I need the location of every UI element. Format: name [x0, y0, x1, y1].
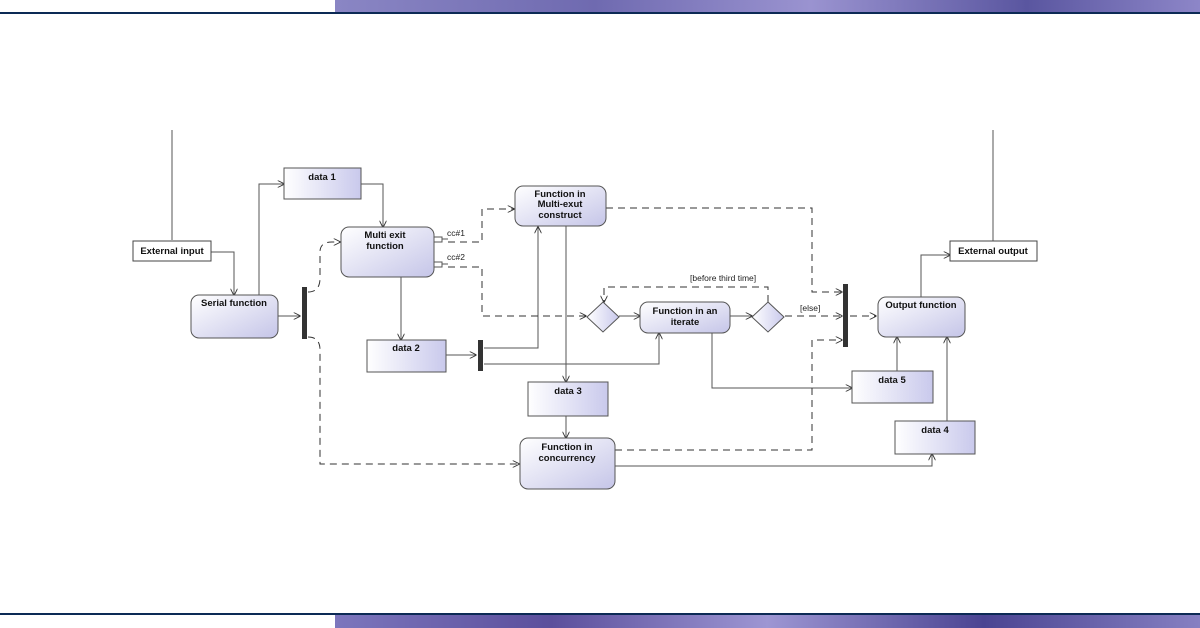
edge-loop-back: [604, 286, 769, 302]
guard-before-third-time: [before third time]: [690, 273, 756, 283]
edge-cc1-to-multiexut: [448, 209, 514, 243]
edge-fork2-to-iterate: [484, 333, 659, 365]
edge-fork2-to-multiexut: [484, 227, 538, 349]
data-4-node: data 4: [894, 420, 976, 455]
output-function-label: Output function: [885, 300, 956, 311]
cc2-label: cc#2: [447, 252, 465, 262]
edge-serial-to-data1: [258, 184, 284, 295]
external-output-label: External output: [958, 246, 1029, 257]
decision-node-merge: [586, 301, 620, 333]
decision-node-iterate: [751, 301, 785, 333]
data-3-label: data 3: [554, 386, 581, 397]
data-2-node: data 2: [366, 339, 447, 373]
data-1-node: data 1: [283, 167, 362, 200]
external-input-node: External input: [132, 240, 212, 262]
edge-concurrency-to-join: [615, 340, 842, 451]
data-4-label: data 4: [921, 425, 949, 436]
data-3-node: data 3: [527, 381, 609, 417]
concurrency-label-line2: concurrency: [538, 453, 596, 464]
serial-function-label: Serial function: [201, 298, 267, 309]
data-5-label: data 5: [878, 375, 906, 386]
external-input-label: External input: [140, 246, 204, 257]
top-divider: [0, 12, 1200, 14]
serial-function-node: Serial function: [190, 294, 279, 339]
exit-pin-2: [433, 261, 443, 268]
bottom-divider: [0, 613, 1200, 615]
bottom-banner: [0, 613, 1200, 628]
edge-concurrency-to-data4: [615, 454, 932, 467]
edge-fork-to-concurrency: [307, 336, 519, 464]
output-function-node: Output function: [877, 296, 966, 338]
edge-fork-to-multiexit: [307, 242, 340, 293]
multi-exit-label-line2: function: [366, 241, 404, 252]
edge-data1-to-multiexit: [361, 183, 383, 227]
data-1-label: data 1: [308, 172, 336, 183]
concurrency-label-line1: Function in: [541, 442, 592, 453]
multi-exut-label-line1: Function in: [534, 189, 585, 200]
multi-exut-label-line3: construct: [538, 210, 582, 221]
edge-output-to-external: [920, 255, 950, 297]
edge-multiexut-to-join: [606, 207, 842, 292]
exit-pin-1: [433, 236, 443, 243]
multi-exit-function-node: Multi exit function: [340, 226, 448, 278]
iterate-label-line2: iterate: [671, 317, 700, 328]
edge-input-to-serial: [211, 251, 234, 295]
function-concurrency-node: Function in concurrency: [519, 437, 616, 490]
banner-image-bottom: [335, 615, 1200, 628]
external-output-node: External output: [949, 240, 1038, 262]
edge-iterate-to-data5: [711, 333, 852, 388]
edge-cc2-to-decision: [448, 266, 586, 316]
banner-image: [335, 0, 1200, 12]
iterate-label-line1: Function in an: [653, 306, 718, 317]
join-bar: [843, 284, 848, 347]
fork-bar-2: [478, 340, 483, 371]
data-5-node: data 5: [851, 370, 934, 404]
data-2-label: data 2: [392, 343, 419, 354]
fork-bar-1: [302, 287, 307, 339]
multi-exit-label-line1: Multi exit: [364, 230, 406, 241]
cc1-label: cc#1: [447, 228, 465, 238]
function-iterate-node: Function in an iterate: [639, 301, 731, 334]
function-multi-exit-construct-node: Function in Multi-exut construct: [514, 185, 607, 227]
top-banner: [0, 0, 1200, 14]
multi-exut-label-line2: Multi-exut: [538, 199, 584, 210]
guard-else: [else]: [800, 303, 820, 313]
